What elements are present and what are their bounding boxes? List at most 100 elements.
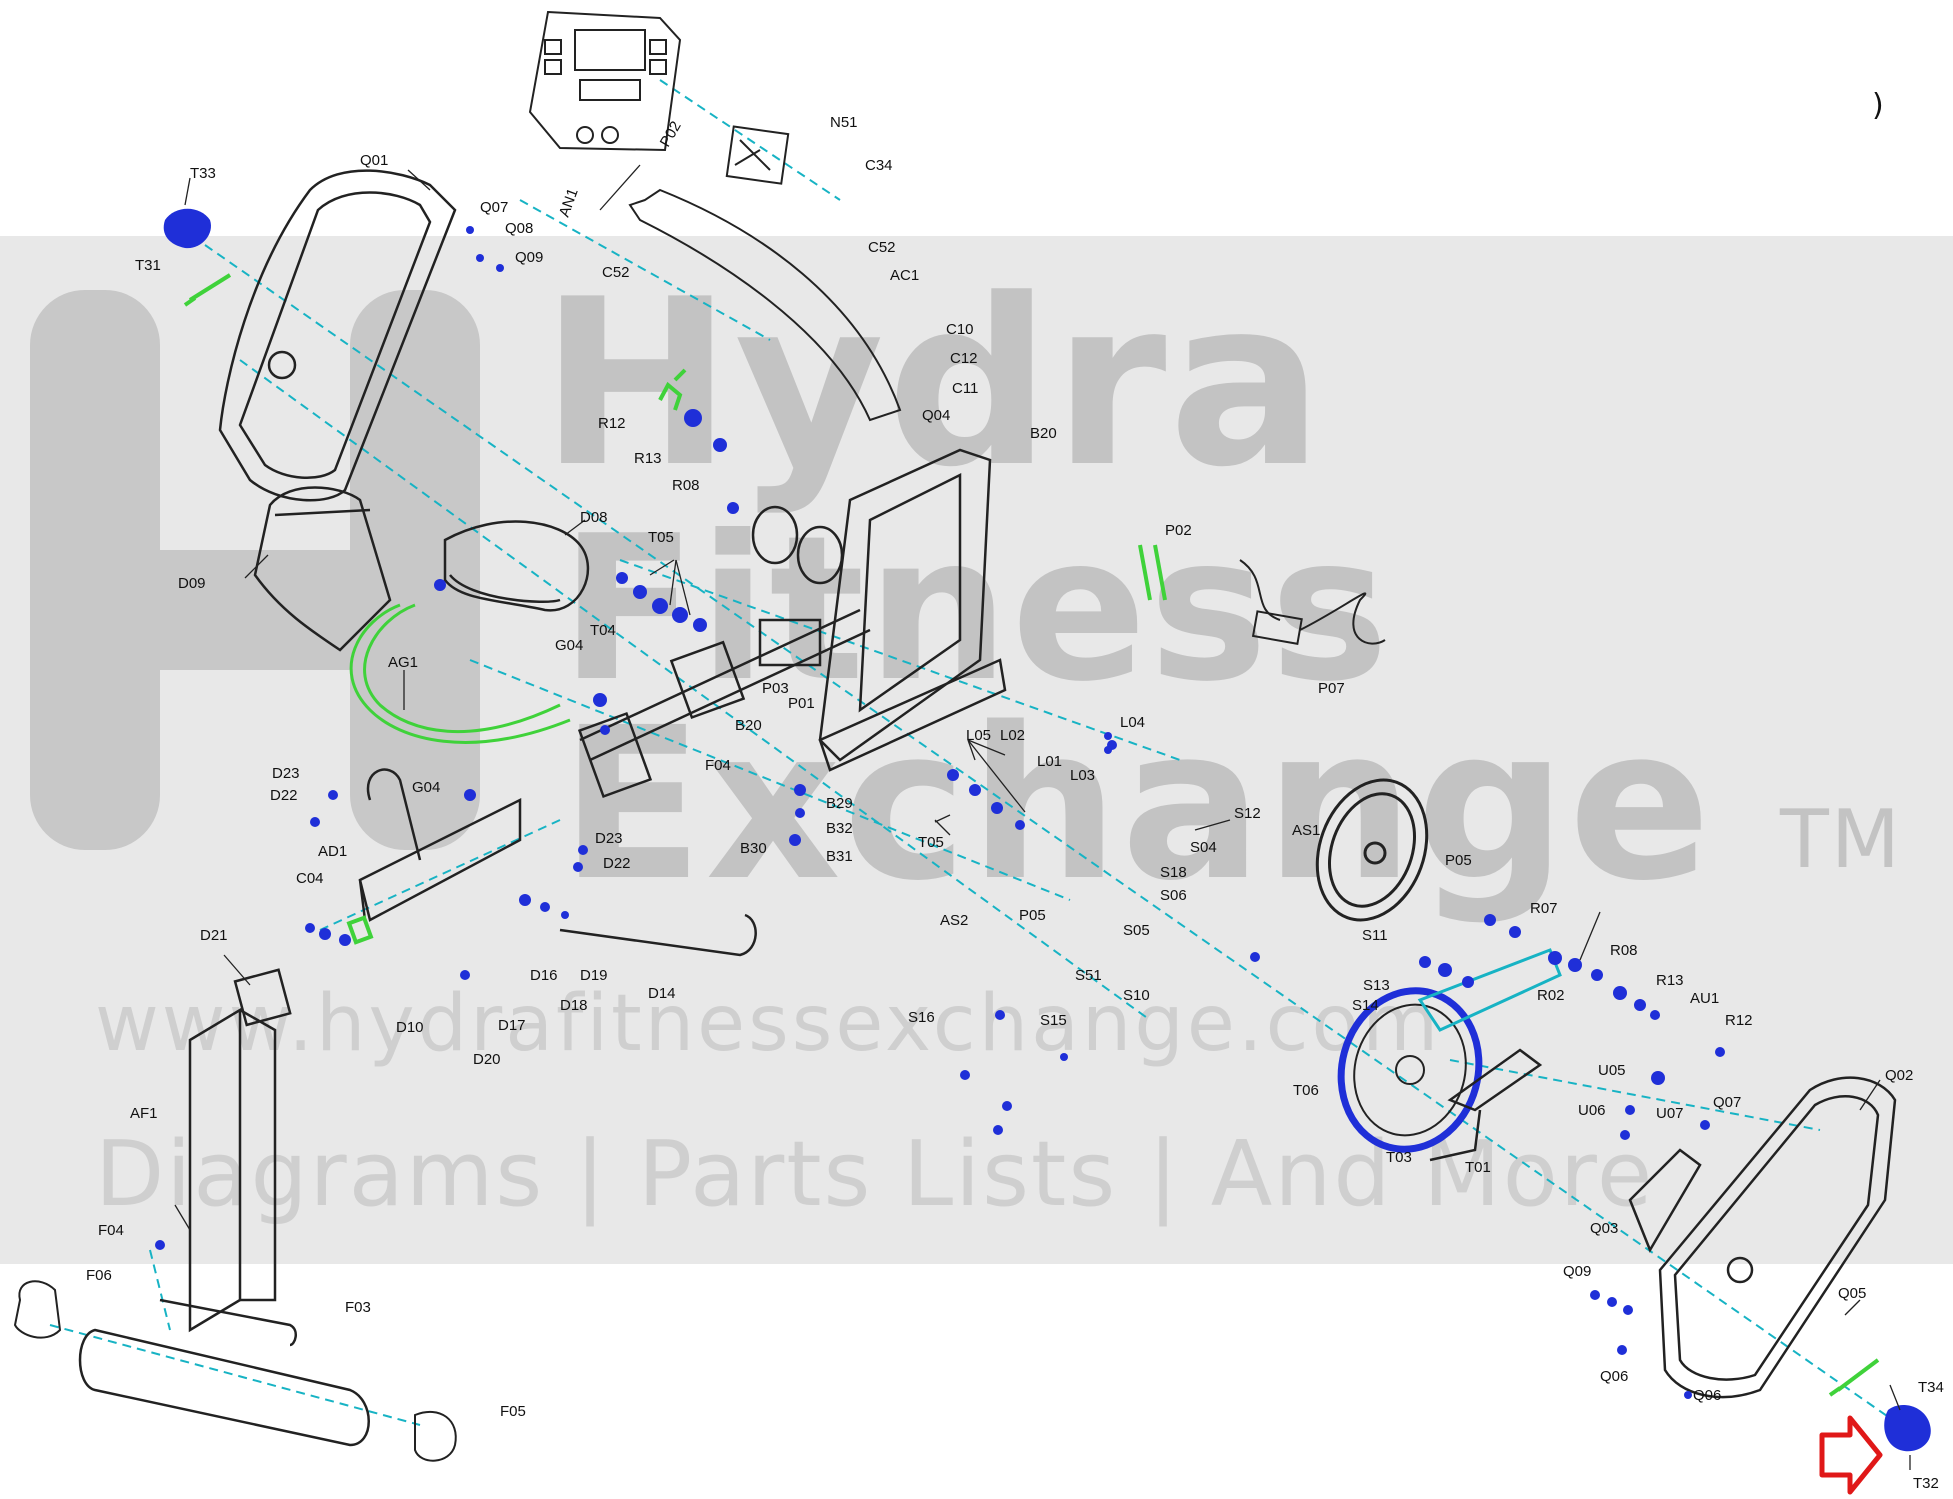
part-label: C04 bbox=[296, 870, 324, 887]
part-label: B29 bbox=[826, 795, 853, 812]
part-label: B32 bbox=[826, 820, 853, 837]
console-an1 bbox=[528, 10, 682, 152]
part-label: F03 bbox=[345, 1299, 371, 1316]
part-label: C52 bbox=[868, 239, 896, 256]
seat-d08 bbox=[443, 520, 590, 612]
part-label: D22 bbox=[270, 787, 298, 804]
part-label: U05 bbox=[1598, 1062, 1626, 1079]
flywheel bbox=[1315, 778, 1429, 922]
part-label: S15 bbox=[1040, 1012, 1067, 1029]
part-label: S10 bbox=[1123, 987, 1150, 1004]
seat-slide-ad1 bbox=[358, 768, 757, 957]
part-label: T03 bbox=[1386, 1149, 1412, 1166]
watermark-logo-mark bbox=[30, 290, 480, 850]
corner-mark: ) bbox=[1872, 88, 1884, 123]
part-label: D18 bbox=[560, 997, 588, 1014]
part-label: P07 bbox=[1318, 680, 1345, 697]
part-label: AF1 bbox=[130, 1105, 158, 1122]
backrest-d09 bbox=[253, 486, 392, 652]
part-label: P05 bbox=[1019, 907, 1046, 924]
part-label: Q08 bbox=[505, 220, 533, 237]
part-label: T32 bbox=[1913, 1475, 1939, 1492]
leader-lines bbox=[49, 79, 1901, 1426]
power-adapter-p07 bbox=[1239, 559, 1386, 645]
part-label: S18 bbox=[1160, 864, 1187, 881]
part-label: R02 bbox=[1537, 987, 1565, 1004]
part-label: T05 bbox=[648, 529, 674, 546]
part-label: AC1 bbox=[890, 267, 919, 284]
part-label: S11 bbox=[1362, 927, 1388, 944]
part-label: R08 bbox=[672, 477, 700, 494]
part-label: T31 bbox=[135, 257, 161, 274]
part-label: L02 bbox=[1000, 727, 1025, 744]
part-label: P02 bbox=[1165, 522, 1192, 539]
part-label: D17 bbox=[498, 1017, 526, 1034]
part-label: S16 bbox=[908, 1009, 935, 1026]
part-label: C11 bbox=[952, 380, 978, 397]
end-caps bbox=[13, 1280, 457, 1462]
part-label: T04 bbox=[590, 622, 616, 639]
part-label: L01 bbox=[1037, 753, 1062, 770]
part-label: T05 bbox=[918, 834, 944, 851]
drive-pulley-t03 bbox=[1337, 948, 1562, 1153]
part-label: S04 bbox=[1190, 839, 1217, 856]
part-label: R07 bbox=[1530, 900, 1558, 917]
part-label: S12 bbox=[1234, 805, 1261, 822]
part-label: N51 bbox=[830, 114, 858, 131]
part-label: AS1 bbox=[1292, 822, 1320, 839]
watermark-line3: Exchange bbox=[560, 682, 1713, 927]
part-label: L03 bbox=[1070, 767, 1095, 784]
part-label: R13 bbox=[634, 450, 662, 467]
watermark-url: www.hydrafitnessexchange.com bbox=[95, 979, 1442, 1069]
left-shroud-q01 bbox=[218, 169, 457, 502]
part-label: D22 bbox=[603, 855, 631, 872]
part-label: Q01 bbox=[360, 152, 388, 169]
part-label: S06 bbox=[1160, 887, 1187, 904]
part-label: G04 bbox=[555, 637, 583, 654]
part-label: AN1 bbox=[556, 186, 582, 219]
part-label: Q07 bbox=[1713, 1094, 1741, 1111]
watermark-line2: Fitness bbox=[560, 493, 1391, 726]
part-label: D08 bbox=[580, 509, 608, 526]
watermark-tagline: Diagrams | Parts Lists | And More bbox=[95, 1122, 1655, 1227]
handlebar-post-ac1 bbox=[628, 125, 902, 422]
part-label: D10 bbox=[396, 1019, 424, 1036]
part-label: C12 bbox=[950, 350, 978, 367]
part-label: Q04 bbox=[922, 407, 950, 424]
part-label: P02 bbox=[657, 118, 685, 150]
part-label: P03 bbox=[762, 680, 789, 697]
part-label: S14 bbox=[1352, 997, 1379, 1014]
part-label: R12 bbox=[598, 415, 626, 432]
part-label: L04 bbox=[1120, 714, 1145, 731]
part-label: AD1 bbox=[318, 843, 347, 860]
part-labels: T33 T31 Q01 Q07 Q08 Q09 AN1 P02 N51 C34 … bbox=[86, 114, 1944, 1492]
part-label: D21 bbox=[200, 927, 228, 944]
part-label: B31 bbox=[826, 848, 853, 865]
part-label: G04 bbox=[412, 779, 440, 796]
part-label: P01 bbox=[788, 695, 815, 712]
watermark-trademark: TM bbox=[1780, 793, 1902, 886]
part-label: T33 bbox=[190, 165, 216, 182]
part-label: U07 bbox=[1656, 1105, 1684, 1122]
part-label: D09 bbox=[178, 575, 206, 592]
part-label: T34 bbox=[1918, 1379, 1944, 1396]
part-label: D16 bbox=[530, 967, 558, 984]
part-label: Q02 bbox=[1885, 1067, 1913, 1084]
part-label: Q05 bbox=[1838, 1285, 1866, 1302]
part-label: R08 bbox=[1610, 942, 1638, 959]
green-hardware bbox=[183, 273, 1880, 1397]
watermark-line1: Hydra bbox=[540, 251, 1326, 518]
part-label: Q06 bbox=[1693, 1387, 1721, 1404]
part-label: B30 bbox=[740, 840, 767, 857]
part-label: D19 bbox=[580, 967, 608, 984]
label-leaders bbox=[174, 164, 1911, 1470]
part-label: AG1 bbox=[388, 654, 418, 671]
seat-handle-ag1 bbox=[349, 603, 571, 744]
part-label: Q03 bbox=[1590, 1220, 1618, 1237]
main-frame bbox=[577, 448, 1007, 799]
part-label: C34 bbox=[865, 157, 893, 174]
blue-hardware bbox=[155, 208, 1931, 1452]
part-label: D23 bbox=[272, 765, 300, 782]
part-label: T01 bbox=[1465, 1159, 1491, 1176]
